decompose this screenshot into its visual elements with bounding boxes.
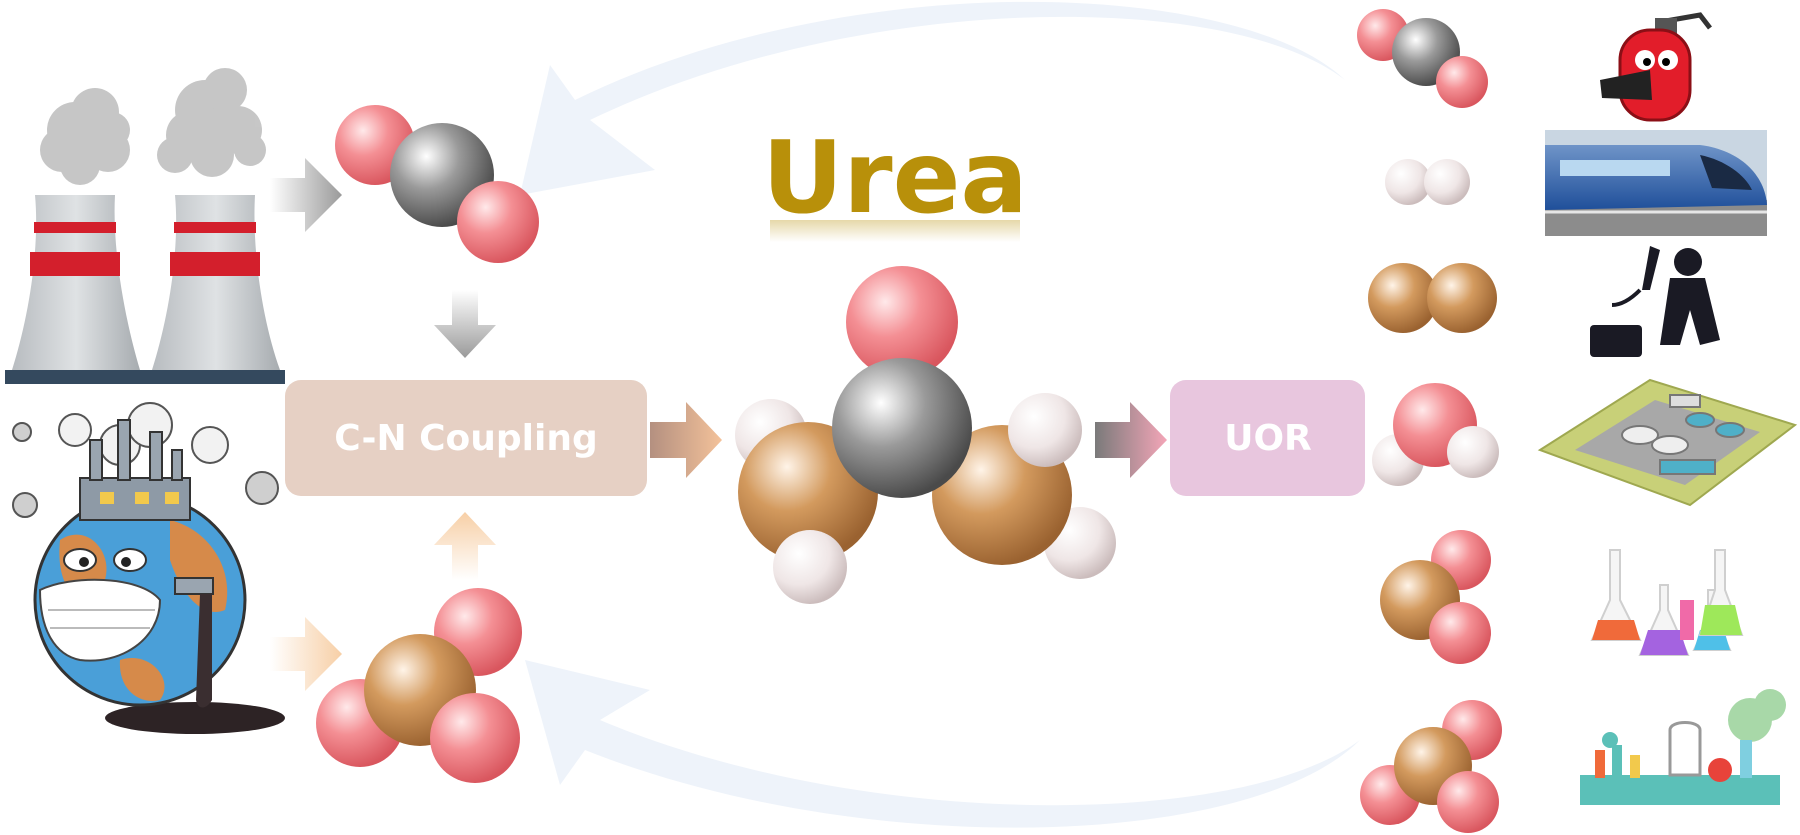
arrow-no3-input <box>270 617 342 691</box>
welder-icon <box>1590 246 1720 357</box>
urea-title: Urea <box>762 119 1028 242</box>
arrow-cn-to-urea <box>650 402 722 478</box>
return-arrow-top <box>520 1 1345 195</box>
high-speed-train-icon <box>1545 130 1767 236</box>
water-molecule <box>1372 383 1499 486</box>
no3-product-molecule <box>1360 700 1502 833</box>
chemistry-flasks-icon <box>1590 549 1744 656</box>
co2-molecule <box>335 105 539 263</box>
cn-coupling-label: C-N Coupling <box>334 418 597 459</box>
water-treatment-plant-icon <box>1537 378 1798 507</box>
polluted-earth-icon <box>12 402 285 734</box>
arrow-co2-input <box>270 158 342 232</box>
arrow-no3-up <box>434 512 496 580</box>
co2-product-molecule <box>1357 9 1488 108</box>
h2-molecule <box>1385 159 1470 205</box>
title-text: Urea <box>762 119 1028 236</box>
no2-molecule <box>1380 530 1491 664</box>
fire-extinguisher-icon <box>1600 12 1712 122</box>
urea-molecule <box>735 266 1116 604</box>
cooling-towers-icon <box>5 68 285 384</box>
cn-coupling-box: C-N Coupling <box>285 380 647 496</box>
arrow-urea-to-uor <box>1095 402 1167 478</box>
return-arrow-bottom <box>525 660 1360 828</box>
n2-molecule <box>1368 263 1497 333</box>
arrow-co2-down <box>434 290 496 358</box>
nitrate-molecule <box>316 588 522 783</box>
laboratory-icon <box>1580 689 1786 805</box>
uor-label: UOR <box>1224 418 1312 459</box>
uor-box: UOR <box>1170 380 1365 496</box>
